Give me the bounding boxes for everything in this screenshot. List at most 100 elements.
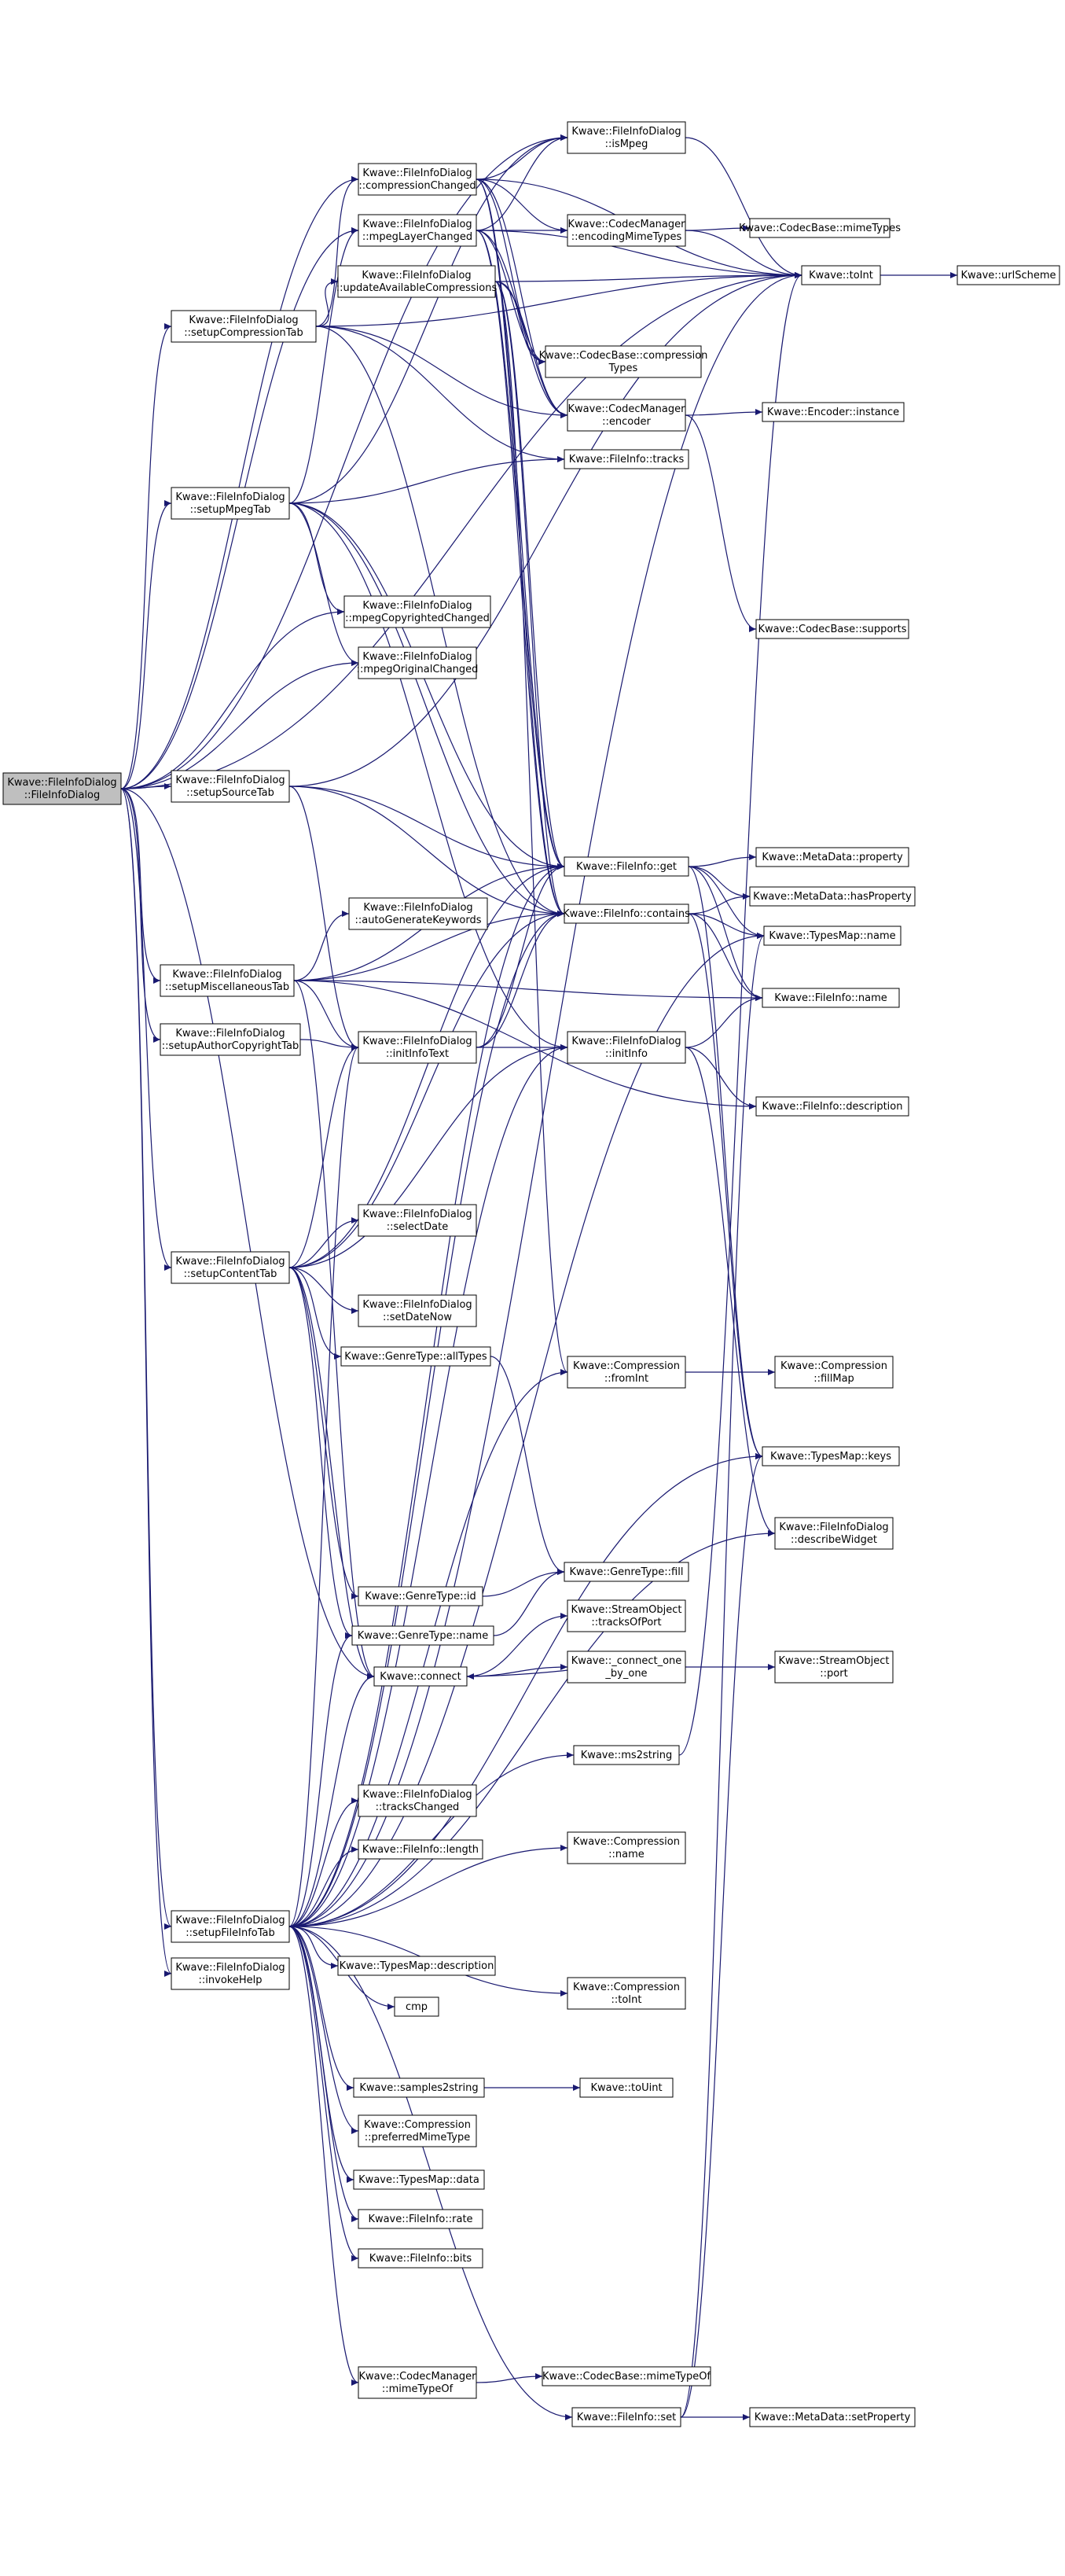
node-gid[interactable]: Kwave::GenreType::id — [358, 1586, 483, 1606]
node-fiCont[interactable]: Kwave::FileInfo::contains — [563, 903, 690, 924]
node-fiGet[interactable]: Kwave::FileInfo::get — [564, 856, 689, 877]
node-urlS[interactable]: Kwave::urlScheme — [957, 265, 1060, 285]
node-invHelp[interactable]: Kwave::FileInfoDialog::invokeHelp — [171, 1957, 290, 1990]
node-tmdesc[interactable]: Kwave::TypesMap::description — [337, 1956, 496, 1976]
node-gname[interactable]: Kwave::GenreType::name — [351, 1625, 494, 1646]
node-cbMime[interactable]: Kwave::CodecBase::mimeTypes — [739, 218, 901, 238]
edge-fileTab-to-cFromInt — [288, 1371, 568, 1927]
node-cFill[interactable]: Kwave::Compression::fillMap — [774, 1356, 894, 1389]
edge-contTab-to-allTypes — [288, 1267, 342, 1357]
edge-ms2s-to-toInt — [678, 274, 802, 1756]
node-cbSupp[interactable]: Kwave::CodecBase::supports — [755, 619, 909, 639]
node-label-soTracks-0: Kwave::StreamObject — [571, 1604, 682, 1616]
node-mpegLay[interactable]: Kwave::FileInfoDialog::mpegLayerChanged — [358, 214, 477, 247]
node-updComp[interactable]: Kwave::FileInfoDialog::updateAvailableCo… — [336, 265, 498, 298]
edge-mpegTab-to-tracks — [288, 458, 565, 504]
node-autoKw[interactable]: Kwave::FileInfoDialog::autoGenerateKeywo… — [348, 897, 488, 930]
node-toInt[interactable]: Kwave::toInt — [801, 265, 881, 285]
edge-fileTab-to-tmdesc — [288, 1926, 339, 1967]
node-soTracks[interactable]: Kwave::StreamObject::tracksOfPort — [567, 1599, 686, 1632]
node-mpegTab[interactable]: Kwave::FileInfoDialog::setupMpegTab — [171, 487, 290, 520]
node-mdProp[interactable]: Kwave::MetaData::property — [755, 847, 909, 867]
node-srcTab[interactable]: Kwave::FileInfoDialog::setupSourceTab — [171, 770, 290, 803]
node-label-mpegTab-0: Kwave::FileInfoDialog — [175, 491, 285, 503]
node-fileTab[interactable]: Kwave::FileInfoDialog::setupFileInfoTab — [171, 1910, 290, 1943]
node-mdSet[interactable]: Kwave::MetaData::setProperty — [749, 2407, 916, 2427]
node-tmKeys[interactable]: Kwave::TypesMap::keys — [762, 1446, 900, 1466]
arrowhead-connect-to-soTracks — [560, 1613, 567, 1619]
node-s2s[interactable]: Kwave::samples2string — [353, 2077, 485, 2098]
node-length[interactable]: Kwave::FileInfo::length — [358, 1839, 483, 1860]
node-connect[interactable]: Kwave::connect — [373, 1666, 468, 1687]
node-c1b1[interactable]: Kwave::_connect_one_by_one — [567, 1650, 686, 1684]
arrowhead-mpegTab-to-tracks — [557, 456, 564, 462]
node-cName[interactable]: Kwave::Compression::name — [567, 1831, 686, 1864]
node-rate[interactable]: Kwave::FileInfo::rate — [358, 2209, 483, 2229]
edge-mpegTab-to-mpegOrig — [288, 502, 359, 664]
node-cmMimeOf[interactable]: Kwave::CodecManager::mimeTypeOf — [358, 2366, 477, 2399]
node-isMpeg[interactable]: Kwave::FileInfoDialog::isMpeg — [567, 121, 686, 154]
node-label-initText-0: Kwave::FileInfoDialog — [362, 1036, 472, 1047]
node-tmdata[interactable]: Kwave::TypesMap::data — [353, 2169, 485, 2190]
node-soPort[interactable]: Kwave::StreamObject::port — [774, 1650, 894, 1684]
node-cmp[interactable]: cmp — [394, 1996, 439, 2017]
node-setNow[interactable]: Kwave::FileInfoDialog::setDateNow — [358, 1294, 477, 1327]
node-label-mdHas-0: Kwave::MetaData::hasProperty — [753, 891, 912, 903]
node-label-miscTab-0: Kwave::FileInfoDialog — [172, 969, 281, 981]
node-box-cbMimeOf — [542, 2366, 711, 2386]
node-label-root-1: ::FileInfoDialog — [24, 789, 101, 801]
node-initInfo[interactable]: Kwave::FileInfoDialog::initInfo — [567, 1031, 686, 1064]
node-tracksChg[interactable]: Kwave::FileInfoDialog::tracksChanged — [358, 1784, 477, 1817]
node-label-cFill-1: ::fillMap — [813, 1373, 854, 1385]
arrowhead-fileTab-to-bits — [351, 2255, 358, 2261]
arrowhead-initText-to-fiCont — [557, 911, 564, 917]
node-tracks[interactable]: Kwave::FileInfo::tracks — [564, 449, 689, 469]
node-compChg[interactable]: Kwave::FileInfoDialog::compressionChange… — [358, 163, 477, 196]
node-descW[interactable]: Kwave::FileInfoDialog::describeWidget — [774, 1517, 894, 1550]
node-ms2s[interactable]: Kwave::ms2string — [573, 1745, 680, 1765]
node-prefMime[interactable]: Kwave::Compression::preferredMimeType — [358, 2114, 477, 2147]
node-authTab[interactable]: Kwave::FileInfoDialog::setupAuthorCopyri… — [160, 1023, 301, 1056]
node-box-mpegCopy — [343, 595, 491, 628]
arrowhead-fileTab-to-length — [351, 1846, 358, 1853]
node-selDate[interactable]: Kwave::FileInfoDialog::selectDate — [358, 1204, 477, 1237]
node-cmEnc[interactable]: Kwave::CodecManager::encoder — [567, 399, 686, 432]
node-label-compTab-1: ::setupCompressionTab — [184, 327, 303, 339]
node-miscTab[interactable]: Kwave::FileInfoDialog::setupMiscellaneou… — [160, 964, 295, 997]
node-fiName[interactable]: Kwave::FileInfo::name — [762, 988, 900, 1008]
node-tmName[interactable]: Kwave::TypesMap::name — [763, 926, 902, 946]
arrowhead-fileTab-to-rate — [351, 2216, 358, 2222]
edge-compTab-to-tracks — [315, 326, 565, 460]
node-encMime[interactable]: Kwave::CodecManager::encodingMimeTypes — [567, 214, 686, 247]
node-box-cName — [567, 1831, 686, 1864]
node-mpegOrig[interactable]: Kwave::FileInfoDialog::mpegOriginalChang… — [357, 646, 479, 679]
node-fiSet[interactable]: Kwave::FileInfo::set — [571, 2407, 681, 2427]
node-box-invHelp — [171, 1957, 290, 1990]
node-contTab[interactable]: Kwave::FileInfoDialog::setupContentTab — [171, 1251, 290, 1284]
node-allTypes[interactable]: Kwave::GenreType::allTypes — [340, 1346, 491, 1367]
node-fiDesc[interactable]: Kwave::FileInfo::description — [755, 1096, 909, 1117]
node-initText[interactable]: Kwave::FileInfoDialog::initInfoText — [358, 1031, 477, 1064]
node-toUint[interactable]: Kwave::toUint — [579, 2077, 674, 2098]
node-cbMimeOf[interactable]: Kwave::CodecBase::mimeTypeOf — [542, 2366, 711, 2386]
node-mdHas[interactable]: Kwave::MetaData::hasProperty — [749, 886, 916, 907]
node-encInst[interactable]: Kwave::Encoder::instance — [762, 402, 905, 422]
node-bits[interactable]: Kwave::FileInfo::bits — [358, 2248, 483, 2269]
edge-fileTab-to-tmKeys — [288, 1455, 763, 1927]
edge-root-to-invHelp — [120, 788, 172, 1974]
node-compTab[interactable]: Kwave::FileInfoDialog::setupCompressionT… — [171, 310, 317, 343]
node-root[interactable]: Kwave::FileInfoDialog::FileInfoDialog — [2, 772, 122, 805]
node-mpegCopy[interactable]: Kwave::FileInfoDialog::mpegCopyrightedCh… — [343, 595, 491, 628]
node-cToInt[interactable]: Kwave::Compression::toInt — [567, 1977, 686, 2010]
edge-contTab-to-initText — [288, 1047, 359, 1268]
edge-contTab-to-selDate — [288, 1220, 359, 1268]
node-label-tracks-0: Kwave::FileInfo::tracks — [569, 454, 685, 466]
node-gFill[interactable]: Kwave::GenreType::fill — [564, 1562, 689, 1582]
node-cFromInt[interactable]: Kwave::Compression::fromInt — [567, 1356, 686, 1389]
edge-miscTab-to-connect — [293, 980, 375, 1677]
arrowhead-encMime-to-cbMime — [743, 225, 750, 231]
node-label-fileTab-0: Kwave::FileInfoDialog — [175, 1915, 285, 1926]
arrowhead-updComp-to-cFromInt — [560, 1369, 567, 1375]
arrowhead-contTab-to-selDate — [351, 1217, 358, 1224]
